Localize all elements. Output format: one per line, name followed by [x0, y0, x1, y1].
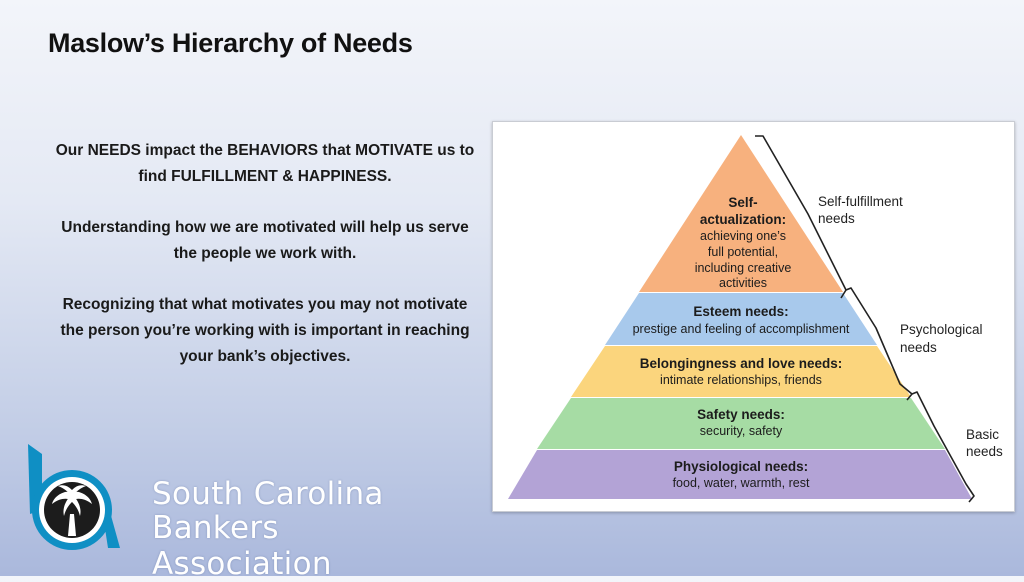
pyramid-level-self-actualization	[639, 135, 843, 292]
paragraph-understanding: Understanding how we are motivated will …	[61, 219, 469, 262]
scba-emblem-icon	[28, 444, 120, 550]
scba-logo: South Carolina Bankers Association	[24, 440, 424, 582]
level-2-title: Belongingness and love needs:	[640, 356, 843, 371]
pyramid-level-safety	[537, 398, 945, 449]
level-4-title: Physiological needs:	[674, 459, 808, 474]
pyramid-diagram: Self- actualization: achieving one’s ful…	[492, 121, 1015, 512]
level-0-desc-line-4: activities	[719, 276, 767, 290]
body-text: Our NEEDS impact the BEHAVIORS that MOTI…	[50, 138, 480, 395]
group-psychological-line-1: Psychological	[900, 322, 983, 337]
bracket-basic	[911, 391, 975, 503]
level-3-title: Safety needs:	[697, 407, 785, 422]
level-2-desc: intimate relationships, friends	[660, 373, 822, 387]
group-self-fulfillment-line-1: Self-fulfillment	[818, 194, 903, 209]
level-1-title: Esteem needs:	[693, 304, 788, 319]
bracket-psychological	[845, 287, 913, 401]
pyramid-level-belongingness	[571, 346, 911, 397]
level-0-desc-line-2: full potential,	[708, 245, 778, 259]
pyramid-level-esteem	[605, 293, 877, 345]
pyramid-level-physiological	[508, 450, 972, 499]
slide-title: Maslow’s Hierarchy of Needs	[48, 28, 413, 58]
paragraph-needs: Our NEEDS impact the BEHAVIORS that MOTI…	[55, 142, 475, 185]
group-psychological-line-2: needs	[900, 340, 937, 355]
group-basic-line-1: Basic	[966, 427, 999, 442]
bracket-self-fulfillment	[755, 135, 847, 299]
level-0-title-line-1: Self-	[728, 195, 757, 210]
level-1-desc: prestige and feeling of accomplishment	[633, 322, 850, 336]
logo-line-2: Bankers Association	[152, 510, 332, 582]
level-0-title-line-2: actualization:	[700, 212, 786, 227]
logo-line-1: South Carolina	[152, 476, 384, 512]
level-0-desc-line-3: including creative	[695, 261, 792, 275]
group-self-fulfillment-line-2: needs	[818, 211, 855, 226]
pyramid-svg: Self- actualization: achieving one’s ful…	[508, 135, 1003, 503]
group-basic-line-2: needs	[966, 444, 1003, 459]
level-3-desc: security, safety	[700, 424, 783, 438]
level-0-desc-line-1: achieving one’s	[700, 229, 786, 243]
paragraph-recognizing: Recognizing that what motivates you may …	[60, 296, 470, 365]
level-4-desc: food, water, warmth, rest	[673, 476, 810, 490]
